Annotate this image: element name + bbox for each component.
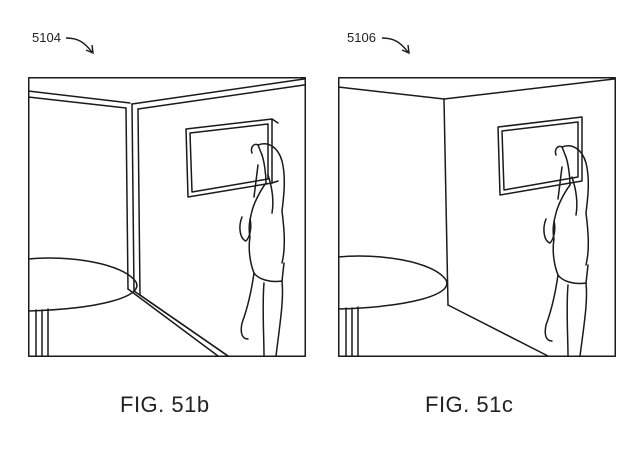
figure-reference-label: 5104 xyxy=(32,30,61,45)
figure-caption: FIG. 51c xyxy=(425,392,514,417)
figure-panel xyxy=(28,77,306,357)
room-scene-plain xyxy=(338,77,616,357)
room-scene-with-mirror xyxy=(28,77,306,357)
figure-reference-label: 5106 xyxy=(347,30,376,45)
curved-arrow-icon xyxy=(65,37,94,55)
figure-caption: FIG. 51b xyxy=(120,392,210,417)
figure-panel xyxy=(338,77,616,357)
curved-arrow-icon xyxy=(381,37,410,55)
